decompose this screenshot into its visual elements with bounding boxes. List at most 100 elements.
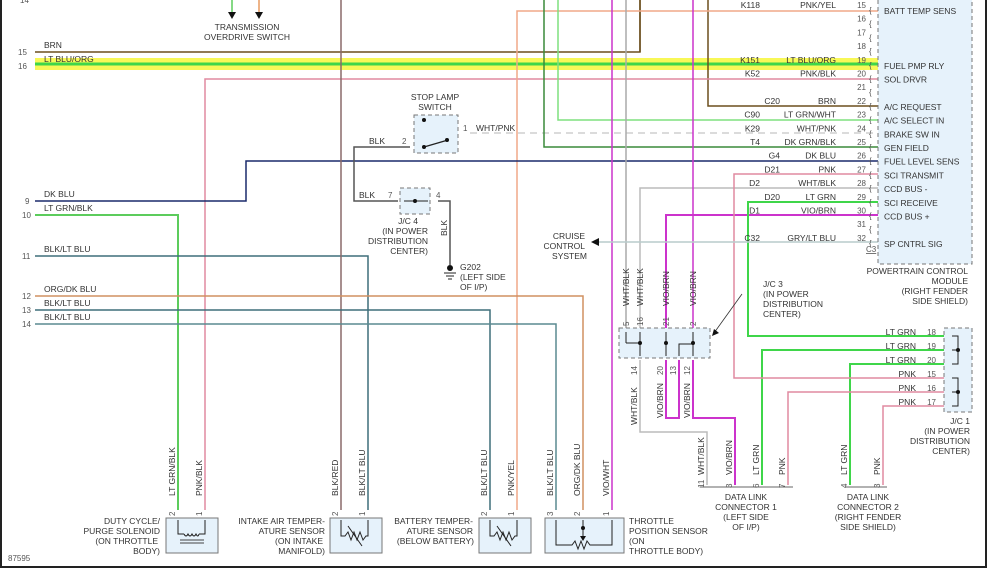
jc3-junction[interactable] [618,293,743,359]
component-pin: 2 [331,511,340,516]
wire-brn-15[interactable] [35,0,641,53]
jc1-pin-number: 16 [927,384,936,393]
wire-lt-grn-wht-c90[interactable] [557,0,880,121]
wire-lt-grn-dlc1[interactable] [761,349,950,485]
purge-solenoid[interactable] [165,517,219,554]
arrow-down-icon [228,12,236,19]
throttle-position-sensor[interactable] [544,517,625,554]
wire-label: BLK [439,220,449,236]
jc4-junction[interactable] [399,187,431,215]
wire-pnk-d21[interactable] [733,173,950,379]
connector-terminal-icon: { [869,239,872,248]
wire-blk-lt-blu-13[interactable] [35,309,491,510]
wire-pnk-blk-k52[interactable] [204,78,880,510]
connector-terminal-icon: { [869,88,872,97]
stop-lamp-switch[interactable] [413,114,459,154]
wire-pnk-dlc1[interactable] [787,391,950,485]
component-wire: BLK/LT BLU [357,450,367,496]
connector-terminal-icon: { [869,225,872,234]
pcm-wire-color: LT GRN/WHT [784,110,836,120]
jc3-top-wire: WHT/BLK [621,268,631,306]
wire-blk-lt-blu-11[interactable] [35,255,369,510]
pcm-pin-function: CCD BUS - [884,184,928,194]
battery-temp-sensor[interactable] [478,517,532,554]
component-wire: PNK/YEL [506,460,516,496]
cruise-label: CONTROL [543,241,585,251]
wire-pnk-dlc2[interactable] [882,405,950,485]
jc4-title: J/C 4 [398,216,418,226]
batt-title: ATURE SENSOR [407,526,473,536]
jc3-top-wire: VIO/BRN [688,271,698,306]
pcm-pin-number: 32 [857,234,866,243]
connector-terminal-icon: { [869,143,872,152]
pin-label: 11 [22,252,31,261]
dlc1-pin: 11 [697,479,706,488]
pcm-pin-function: BATT TEMP SENS [884,6,956,16]
dlc1-title: OF I/P) [732,522,760,532]
batt-title: BATTERY TEMPER- [394,516,473,526]
pcm-pin-number: 15 [857,1,866,10]
dlc1-wire: WHT/BLK [696,437,706,475]
dlc2-title: (RIGHT FENDER [835,512,901,522]
iat-sensor[interactable] [329,517,383,554]
jc3-bottom-wire: VIO/BRN [682,383,692,418]
tps-title: THROTTLE BODY) [629,546,703,556]
wire-wht-blk-dlc1[interactable] [639,360,708,485]
connector-terminal-icon: { [869,116,872,125]
component-wire: VIO/WHT [601,460,611,496]
jc3-bottom-pin: 13 [669,366,678,375]
wire-org-dk-blu-12[interactable] [35,295,584,510]
jc3-top-pin: 2 [689,321,698,326]
jc3-top-pin: 21 [662,317,671,326]
pcm-pin-number: 22 [857,97,866,106]
wire-lt-grn-d20[interactable] [747,201,950,337]
ground-label: (LEFT SIDE [460,272,506,282]
wire-blk-lt-blu-14[interactable] [35,323,557,510]
pcm-wire-color: WHT/BLK [798,178,836,188]
jc1-wire-color: PNK [899,383,917,393]
ground-label: G202 [460,262,481,272]
pin-label: 16 [18,62,27,71]
connector-terminal-icon: { [869,212,872,221]
tps-title: THROTTLE [629,516,674,526]
pcm-pin-function: A/C REQUEST [884,102,942,112]
component-pin: 2 [168,511,177,516]
component-pin: 1 [195,511,204,516]
component-pin: 2 [480,511,489,516]
arrow-down-icon [255,12,263,19]
pcm-wire-color: GRY/LT BLU [787,233,836,243]
dlc1-title: CONNECTOR 1 [715,502,777,512]
wire-vio-brn-d1[interactable] [665,214,880,328]
connector-terminal-icon: { [869,6,872,15]
jc3-bottom-wire: VIO/BRN [655,383,665,418]
wire-lt-grn-blk-10[interactable] [35,214,179,510]
jc3-top-pin: 16 [636,317,645,326]
jc1-wire-color: PNK [899,397,917,407]
wire-brn-c20[interactable] [707,0,880,107]
wire-dk-grn-blk-t4[interactable] [543,0,880,148]
dlc1-pin: 6 [752,483,761,488]
dlc2-wire: LT GRN [839,445,849,475]
jc4-title: (IN POWER [382,226,428,236]
wire-wht-blk-d2[interactable] [639,187,880,328]
pcm-pin-function: BRAKE SW IN [884,129,940,139]
wire-vio-brn-dlc1[interactable] [692,360,736,485]
pcm-pin-function: SOL DRVR [884,75,927,85]
wire-label: BLK [359,190,375,200]
pcm-circuit-id: D2 [749,178,760,188]
jc1-pin-number: 17 [927,398,936,407]
iat-title: MANIFOLD) [278,546,325,556]
jc3-bottom-wire: WHT/BLK [629,387,639,425]
wire-pnk-yel-k118[interactable] [516,10,880,510]
wire-blk-stop-lamp[interactable] [353,146,410,202]
jc1-junction[interactable] [943,327,973,413]
wire-dk-blu-g4[interactable] [35,160,880,202]
wire-lt-grn-dlc2[interactable] [849,363,950,485]
pcm-wire-color: LT GRN [806,192,836,202]
wire-blk-ground[interactable] [438,200,451,265]
dlc1-wire: VIO/BRN [724,440,734,475]
pcm-circuit-id: C20 [764,96,780,106]
wire-label: WHT/PNK [476,123,516,133]
pcm-circuit-id: K118 [741,0,760,10]
